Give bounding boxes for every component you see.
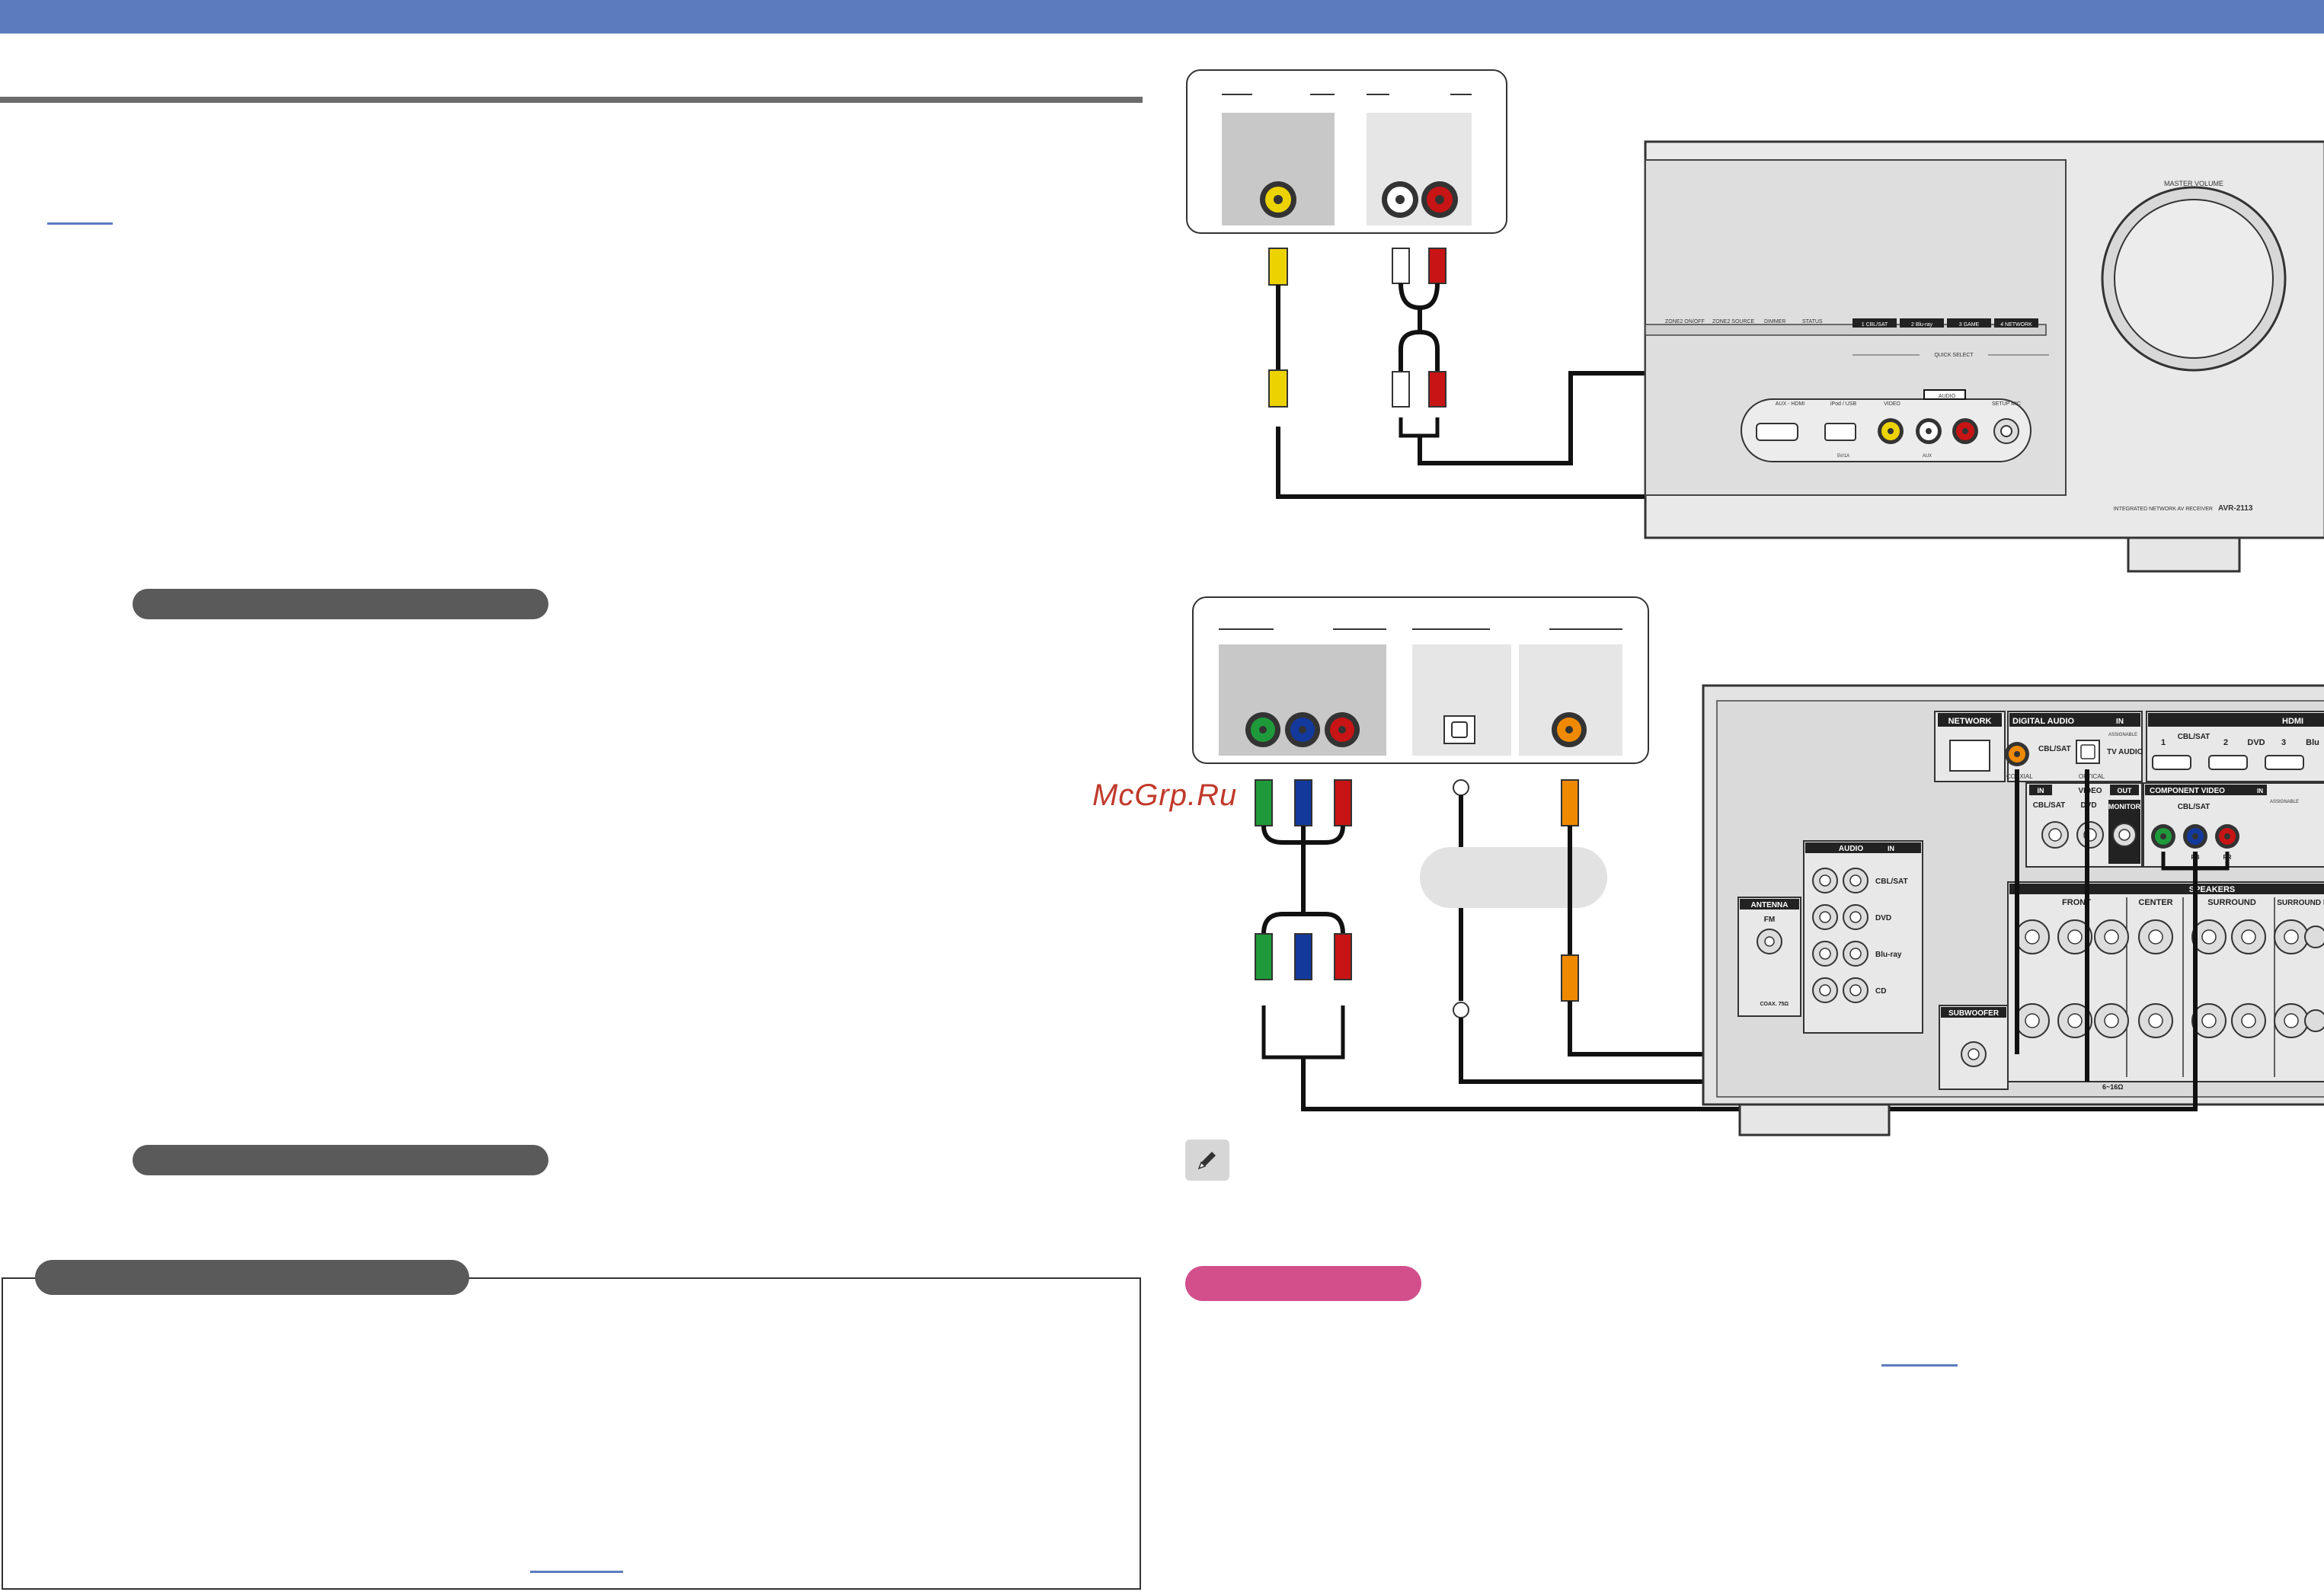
receiver-rear: NETWORK DIGITAL AUDIO IN ASSIGNABLE CBL/… — [1702, 684, 2324, 1136]
info-box-heading-pill — [35, 1260, 469, 1295]
pencil-icon — [1197, 1152, 1216, 1170]
svg-text:SURROUND BACK: SURROUND BACK — [2277, 899, 2324, 907]
section-heading-pill — [133, 1145, 548, 1175]
svg-text:DVD: DVD — [1875, 914, 1891, 922]
svg-text:MONITOR: MONITOR — [2108, 803, 2141, 810]
svg-text:QUICK SELECT: QUICK SELECT — [1934, 353, 1974, 358]
svg-text:Blu: Blu — [2306, 738, 2319, 747]
svg-text:COAX. 75Ω: COAX. 75Ω — [1760, 1002, 1789, 1007]
svg-text:ZONE2 SOURCE: ZONE2 SOURCE — [1712, 319, 1755, 324]
svg-text:VIDEO: VIDEO — [2078, 787, 2102, 795]
receiver-front: MASTER VOLUME ZONE2 ON/OFF ZONE2 SOURCE … — [1644, 140, 2324, 573]
svg-text:ZONE2 ON/OFF: ZONE2 ON/OFF — [1665, 319, 1705, 324]
svg-text:IN: IN — [1888, 845, 1894, 852]
source-device-bottom — [1192, 596, 1649, 764]
svg-text:INTEGRATED NETWORK AV RECEIVER: INTEGRATED NETWORK AV RECEIVER — [2114, 507, 2213, 512]
svg-text:CD: CD — [1875, 987, 1886, 996]
svg-text:HDMI: HDMI — [2282, 717, 2303, 726]
svg-text:IN: IN — [2116, 718, 2124, 726]
svg-text:3 GAME: 3 GAME — [1959, 322, 1980, 328]
note-box — [1185, 1140, 1229, 1181]
audio-out-l-jack — [1382, 181, 1418, 218]
svg-text:SUBWOOFER: SUBWOOFER — [1948, 1009, 2000, 1018]
rear-component-pr-jack — [2215, 824, 2239, 849]
svg-text:DVD: DVD — [2247, 738, 2265, 747]
header-bar — [0, 0, 2324, 34]
setup-mic-jack — [1993, 418, 2019, 444]
svg-text:VIDEO: VIDEO — [1884, 401, 1900, 407]
svg-text:SPEAKERS: SPEAKERS — [2189, 885, 2236, 894]
svg-text:AUDIO: AUDIO — [1839, 845, 1863, 853]
audio-out-r-jack — [1421, 181, 1458, 218]
svg-text:5V/1A: 5V/1A — [1837, 454, 1849, 459]
svg-text:iPod / USB: iPod / USB — [1830, 401, 1857, 407]
page-link[interactable] — [47, 222, 113, 225]
master-volume-knob — [2101, 186, 2287, 372]
svg-text:TV AUDIO: TV AUDIO — [2107, 748, 2143, 756]
rear-component-pb-jack — [2183, 824, 2207, 849]
svg-text:CBL/SAT: CBL/SAT — [2038, 745, 2071, 753]
svg-text:2: 2 — [2223, 738, 2228, 747]
svg-text:ASSIGNABLE: ASSIGNABLE — [2108, 733, 2137, 737]
section-heading-pill — [133, 589, 548, 619]
component-pb-jack — [1285, 712, 1320, 747]
svg-text:1 CBL/SAT: 1 CBL/SAT — [1862, 322, 1888, 328]
svg-text:ASSIGNABLE: ASSIGNABLE — [2270, 800, 2299, 804]
component-y-jack — [1245, 712, 1280, 747]
coaxial-out-jack — [1552, 712, 1587, 747]
svg-text:OPTICAL: OPTICAL — [2079, 773, 2105, 780]
svg-text:SURROUND: SURROUND — [2207, 898, 2256, 907]
source-device-top — [1186, 69, 1507, 234]
svg-text:CBL/SAT: CBL/SAT — [2178, 803, 2211, 811]
svg-text:SETUP MIC: SETUP MIC — [1992, 401, 2021, 407]
svg-text:AVR-2113: AVR-2113 — [2218, 504, 2253, 513]
svg-text:FRONT: FRONT — [2062, 898, 2091, 907]
front-audio-l-jack — [1916, 418, 1942, 444]
coaxial-in-jack — [2005, 742, 2029, 766]
svg-text:Blu-ray: Blu-ray — [1875, 951, 1902, 959]
svg-text:FM: FM — [1764, 916, 1775, 924]
page-link[interactable] — [1881, 1364, 1958, 1367]
svg-text:1: 1 — [2161, 738, 2166, 747]
svg-text:STATUS: STATUS — [1802, 319, 1823, 324]
svg-text:IN: IN — [2257, 788, 2263, 794]
front-video-jack — [1878, 418, 1904, 444]
svg-text:AUX: AUX — [1923, 454, 1932, 459]
video-out-jack — [1260, 181, 1296, 218]
svg-text:2 Blu-ray: 2 Blu-ray — [1911, 322, 1933, 328]
svg-text:MASTER VOLUME: MASTER VOLUME — [2164, 180, 2223, 187]
optical-in-jack — [2076, 740, 2100, 764]
svg-text:NETWORK: NETWORK — [1948, 717, 1992, 726]
svg-text:DIMMER: DIMMER — [1764, 319, 1785, 324]
svg-text:IN: IN — [2038, 787, 2044, 794]
svg-text:CENTER: CENTER — [2138, 898, 2172, 907]
svg-text:3: 3 — [2281, 738, 2286, 747]
svg-text:CBL/SAT: CBL/SAT — [2033, 801, 2066, 810]
caution-heading-pill — [1185, 1266, 1421, 1301]
section-rule — [0, 97, 1143, 103]
svg-text:COAXIAL: COAXIAL — [2006, 773, 2033, 780]
svg-text:CBL/SAT: CBL/SAT — [2178, 733, 2211, 741]
svg-text:4 NETWORK: 4 NETWORK — [2000, 322, 2032, 328]
svg-text:CBL/SAT: CBL/SAT — [1875, 878, 1908, 886]
svg-text:AUX - HDMI: AUX - HDMI — [1776, 401, 1805, 407]
front-audio-r-jack — [1952, 418, 1978, 444]
svg-text:OUT: OUT — [2118, 787, 2133, 794]
component-pr-jack — [1325, 712, 1360, 747]
page-link[interactable] — [530, 1571, 623, 1573]
svg-text:DIGITAL AUDIO: DIGITAL AUDIO — [2012, 717, 2075, 726]
svg-text:AUDIO: AUDIO — [1939, 394, 1956, 399]
svg-text:6~16Ω: 6~16Ω — [2102, 1083, 2124, 1091]
svg-text:ANTENNA: ANTENNA — [1751, 901, 1789, 909]
svg-text:COMPONENT VIDEO: COMPONENT VIDEO — [2150, 787, 2225, 795]
info-box — [2, 1277, 1141, 1590]
rear-component-y-jack — [2151, 824, 2175, 849]
optical-out-jack — [1443, 715, 1475, 744]
watermark: McGrp.Ru — [1092, 778, 1238, 812]
